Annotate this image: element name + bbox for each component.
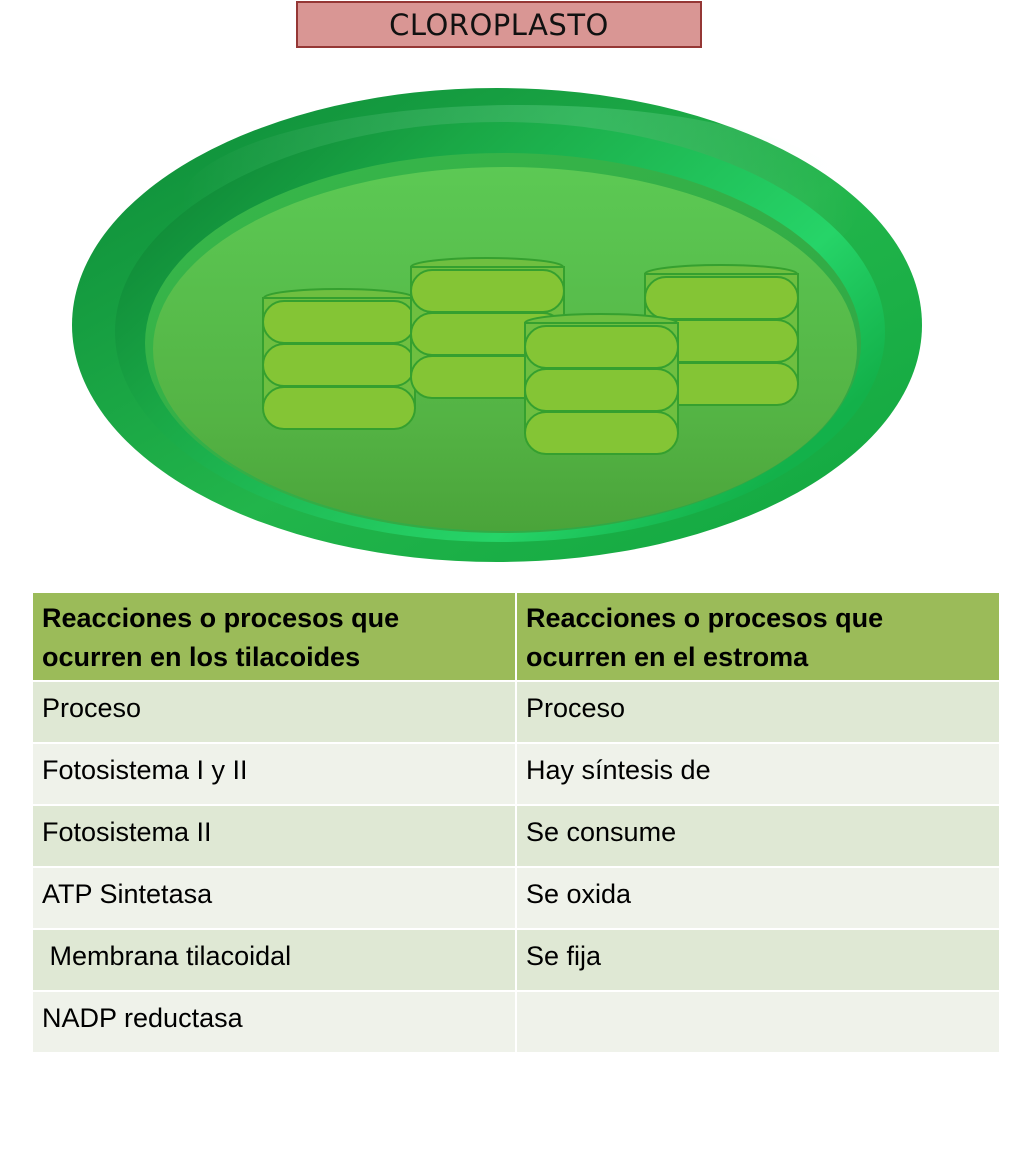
header-estroma: Reacciones o procesos que ocurren en el … xyxy=(516,593,999,682)
thylakoid xyxy=(262,343,416,387)
thylakoid xyxy=(524,411,679,455)
cell-tilacoides: Proceso xyxy=(33,681,517,744)
table-row: Membrana tilacoidal Se fija xyxy=(33,929,999,992)
cell-tilacoides: Fotosistema I y II xyxy=(33,743,517,806)
granum xyxy=(262,288,416,430)
thylakoid xyxy=(524,368,679,412)
table-row: Fotosistema I y II Hay síntesis de xyxy=(33,743,999,806)
table-header-row: Reacciones o procesos que ocurren en los… xyxy=(33,593,999,682)
table-row: ATP Sintetasa Se oxida xyxy=(33,867,999,930)
cell-estroma: Se oxida xyxy=(516,867,999,930)
cell-tilacoides: Fotosistema II xyxy=(33,805,517,868)
cell-estroma xyxy=(516,991,999,1054)
chloroplast-diagram xyxy=(72,88,922,562)
cell-estroma: Se consume xyxy=(516,805,999,868)
table-row: Fotosistema II Se consume xyxy=(33,805,999,868)
cell-tilacoides: NADP reductasa xyxy=(33,991,517,1054)
thylakoid xyxy=(262,300,416,344)
thylakoid xyxy=(262,386,416,430)
cell-tilacoides: ATP Sintetasa xyxy=(33,867,517,930)
cell-estroma: Se fija xyxy=(516,929,999,992)
thylakoid xyxy=(524,325,679,369)
thylakoid xyxy=(644,276,799,320)
thylakoid xyxy=(410,269,565,313)
header-tilacoides: Reacciones o procesos que ocurren en los… xyxy=(33,593,517,682)
cell-estroma: Hay síntesis de xyxy=(516,743,999,806)
table-row: NADP reductasa xyxy=(33,991,999,1054)
cell-estroma: Proceso xyxy=(516,681,999,744)
process-table: Reacciones o procesos que ocurren en los… xyxy=(33,593,999,1054)
table-row: Proceso Proceso xyxy=(33,681,999,744)
granum xyxy=(524,313,679,455)
cell-tilacoides: Membrana tilacoidal xyxy=(33,929,517,992)
diagram-title: CLOROPLASTO xyxy=(296,1,702,48)
